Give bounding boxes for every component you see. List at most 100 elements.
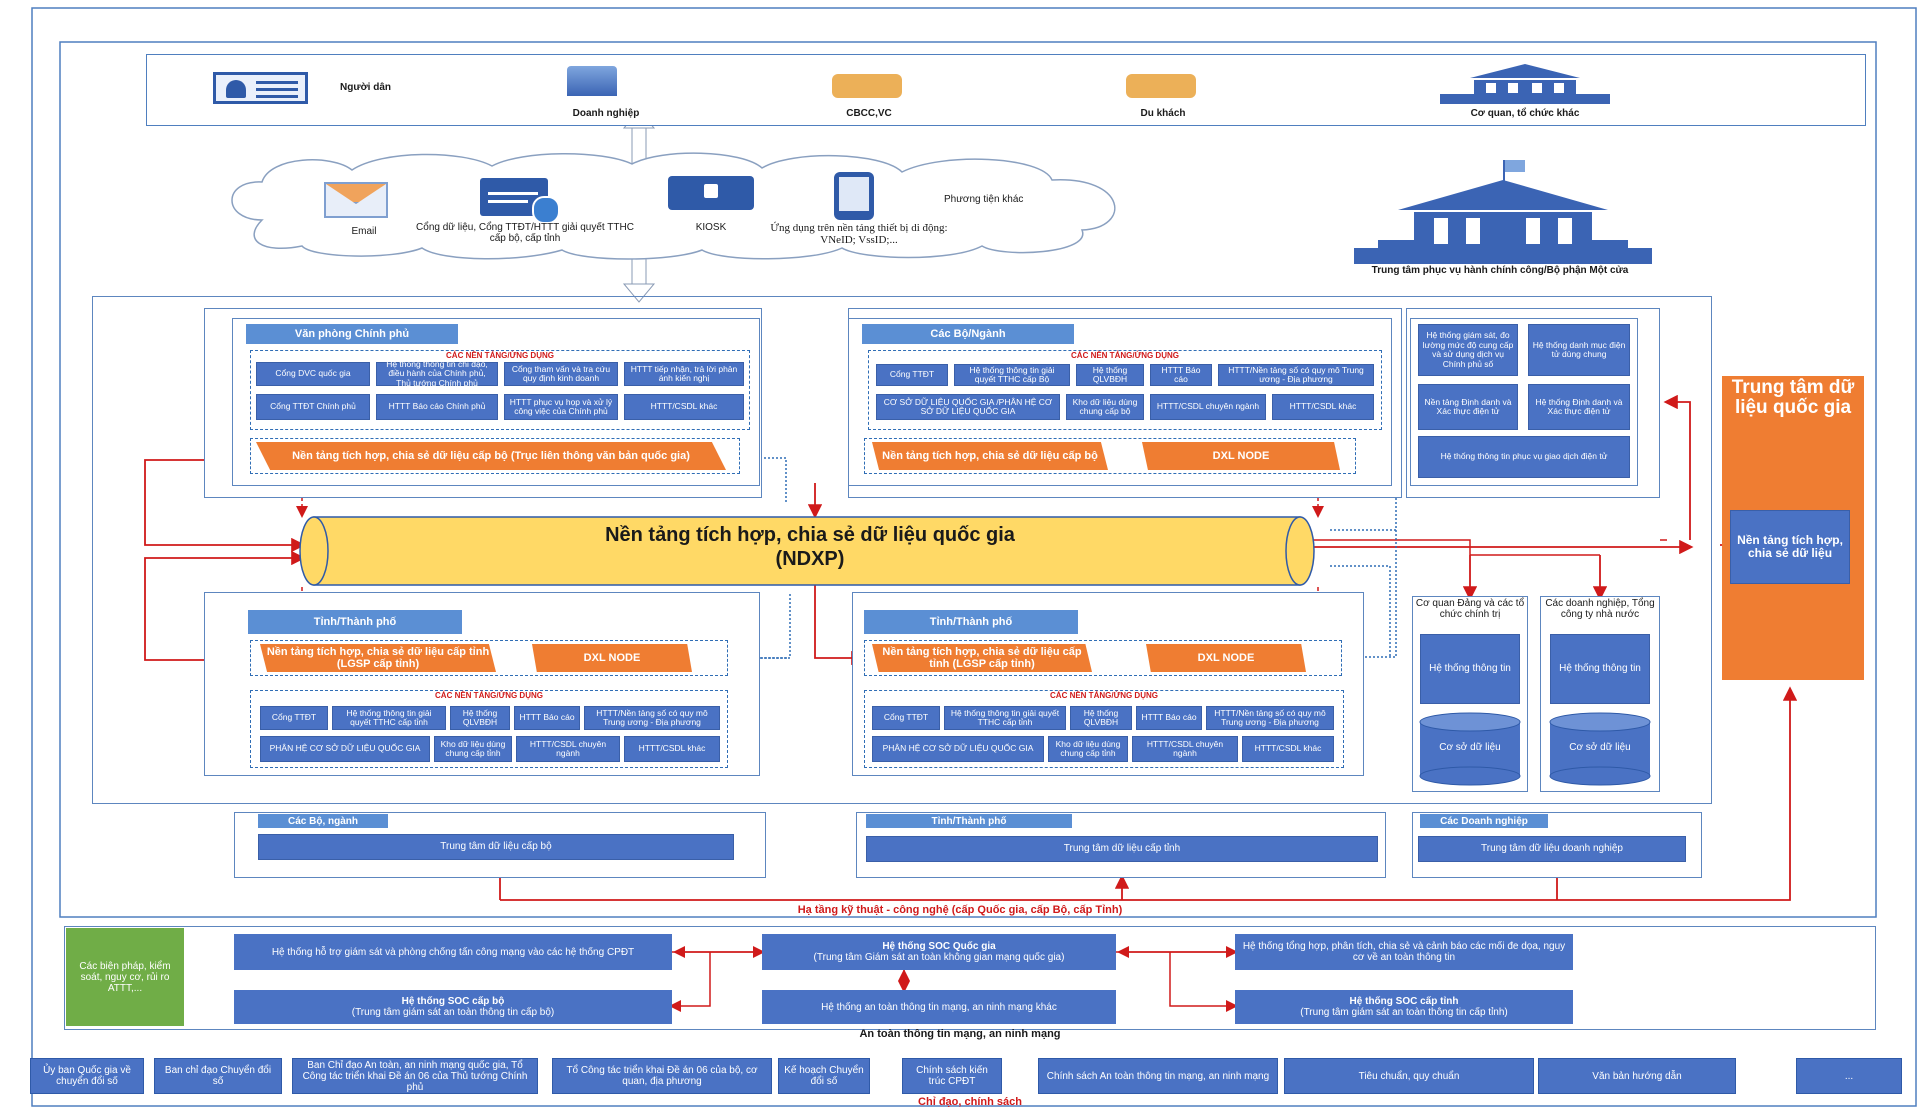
bo-nganh-title: Các Bộ/Ngành	[862, 324, 1074, 344]
tinh-right-platforms-label: CÁC NỀN TẢNG/ỨNG DỤNG	[1050, 691, 1158, 700]
tinh-right-item: Hệ thống thông tin giải quyết TTHC cấp t…	[944, 706, 1066, 730]
other-security-systems: Hệ thống an toàn thông tin mạng, an ninh…	[762, 990, 1116, 1024]
email-label: Email	[351, 226, 377, 237]
tinh-left-title: Tỉnh/Thành phố	[248, 610, 462, 634]
soc-national: Hệ thống SOC Quốc gia (Trung tâm Giám sá…	[762, 934, 1116, 970]
bo-nganh-platforms-box	[868, 350, 1382, 430]
user-co-quan: Cơ quan, tổ chức khác	[1470, 108, 1580, 119]
soc-province-subtitle: (Trung tâm giám sát an toàn thông tin cấ…	[1300, 1007, 1508, 1018]
tinh-right-item: PHÂN HỆ CƠ SỞ DỮ LIỆU QUỐC GIA	[872, 736, 1044, 762]
tinh-right-item: HTTT/Nền tảng số có quy mô Trung ương - …	[1206, 706, 1334, 730]
policy-item: Văn bản hướng dẫn	[1538, 1058, 1736, 1094]
vpcp-platforms-label: CÁC NỀN TẢNG/ỨNG DỤNG	[446, 351, 554, 360]
id-card-icon	[213, 72, 308, 104]
traveler-icon	[1126, 74, 1196, 98]
user-doanh-nghiep: Doanh nghiệp	[572, 108, 640, 119]
vpcp-inner	[232, 318, 760, 486]
vpcp-item: Cổng TTĐT Chính phủ	[256, 394, 370, 420]
email-icon	[324, 182, 388, 218]
tinh-right-item: Kho dữ liệu dùng chung cấp tỉnh	[1048, 736, 1128, 762]
vpcp-item: Cổng tham vấn và tra cứu quy định kinh d…	[504, 362, 618, 386]
vpcp-item: HTTT phục vụ họp và xử lý công việc của …	[504, 394, 618, 420]
ndxp-title: Nền tảng tích hợp, chia sẻ dữ liệu quốc …	[605, 524, 1015, 546]
soc-ministry: Hệ thống SOC cấp bộ (Trung tâm giám sát …	[234, 990, 672, 1024]
bo-nganh-bar-box	[864, 438, 1356, 474]
bo-nganh-item: CƠ SỞ DỮ LIỆU QUỐC GIA /PHÂN HỆ CƠ SỞ DỮ…	[876, 394, 1060, 420]
security-measures-box: Các biện pháp, kiểm soát, nguy cơ, rủi r…	[66, 928, 184, 1026]
bo-datacenter-box: Trung tâm dữ liệu cấp bộ	[258, 834, 734, 860]
enterprise-system: Hệ thống thông tin	[1550, 634, 1650, 704]
dn-datacenter-title: Các Doanh nghiệp	[1420, 814, 1548, 828]
vpcp-item: Hệ thống thông tin chỉ đạo, điều hành củ…	[376, 359, 498, 388]
office-workers-icon	[832, 74, 902, 98]
one-stop-label: Trung tâm phục vụ hành chính công/Bộ phậ…	[1371, 265, 1629, 276]
shared-platform-item: Nền tảng Định danh và Xác thực điện tử	[1418, 384, 1518, 430]
vpcp-item: Cổng DVC quốc gia	[256, 362, 370, 386]
bo-nganh-dxl-node: DXL NODE	[1142, 442, 1340, 470]
tinh-right-integration-bar: Nền tảng tích hợp, chia sẻ dữ liệu cấp t…	[872, 644, 1092, 672]
kiosk-label: KIOSK	[695, 222, 727, 233]
user-du-khach: Du khách	[1140, 108, 1186, 119]
organization-icon	[1440, 64, 1610, 104]
soc-province-title: Hệ thống SOC cấp tỉnh	[1349, 996, 1459, 1007]
vpcp-item: HTTT tiếp nhận, trả lời phản ánh kiến ng…	[624, 362, 744, 386]
bo-nganh-item: HTTT/CSDL khác	[1272, 394, 1374, 420]
policy-item: Kế hoạch Chuyển đổi số	[778, 1058, 870, 1094]
security-panel	[64, 926, 1876, 1030]
tinh-left-item: HTTT/CSDL chuyên ngành	[516, 736, 620, 762]
party-db-label: Cơ sở dữ liệu	[1439, 742, 1501, 753]
national-data-center-title: Trung tâm dữ liệu quốc gia	[1731, 377, 1855, 418]
bo-nganh-item: Hệ thống QLVBĐH	[1076, 364, 1144, 386]
policy-item: Tiêu chuẩn, quy chuẩn	[1284, 1058, 1534, 1094]
vpcp-platforms-box	[250, 350, 750, 430]
mobile-icon	[834, 172, 874, 220]
tinh-left-bar-box	[250, 640, 728, 676]
tinh-right-item: Cổng TTĐT	[872, 706, 940, 730]
tinh-right-platforms-box	[864, 690, 1344, 768]
dn-datacenter-box: Trung tâm dữ liệu doanh nghiệp	[1418, 836, 1686, 862]
kiosk-icon	[668, 176, 754, 210]
ndxp-pipe	[299, 516, 1315, 586]
soc-ministry-title: Hệ thống SOC cấp bộ	[401, 996, 505, 1007]
soc-ministry-subtitle: (Trung tâm giám sát an toàn thông tin cấ…	[351, 1007, 555, 1018]
tinh-left-item: HTTT/Nền tảng số có quy mô Trung ương - …	[584, 706, 720, 730]
users-panel	[146, 54, 1866, 126]
bo-nganh-item: HTTT/CSDL chuyên ngành	[1150, 394, 1266, 420]
vpcp-item: HTTT Báo cáo Chính phủ	[376, 394, 498, 420]
policy-item: Ban chỉ đạo Chuyển đổi số	[154, 1058, 282, 1094]
infrastructure-label: Hạ tầng kỹ thuật - công nghệ (cấp Quốc g…	[797, 904, 1123, 916]
tinh-right-item: Hệ thống QLVBĐH	[1070, 706, 1132, 730]
policy-item: ...	[1796, 1058, 1902, 1094]
user-nguoi-dan: Người dân	[340, 82, 392, 93]
integration-frame	[92, 296, 1712, 804]
attack-monitoring-system: Hệ thống hỗ trợ giám sát và phòng chống …	[234, 934, 672, 970]
security-label: An toàn thông tin mạng, an ninh mạng	[859, 1028, 1061, 1040]
tinh-left-item: PHÂN HỆ CƠ SỞ DỮ LIỆU QUỐC GIA	[260, 736, 430, 762]
tinh-datacenter-box: Trung tâm dữ liệu cấp tỉnh	[866, 836, 1378, 862]
user-cbcc: CBCC,VC	[846, 108, 892, 119]
tinh-left-platforms-box	[250, 690, 728, 768]
tinh-left-dxl-node: DXL NODE	[532, 644, 692, 672]
bo-datacenter-title: Các Bộ, ngành	[258, 814, 388, 828]
national-integration-box: Nền tảng tích hợp, chia sẻ dữ liệu	[1730, 510, 1850, 584]
tinh-right-bar-box	[864, 640, 1342, 676]
soc-national-subtitle: (Trung tâm Giám sát an toàn không gian m…	[813, 952, 1065, 963]
party-system: Hệ thống thông tin	[1420, 634, 1520, 704]
shared-platform-item: Hệ thống Định danh và Xác thực điện tử	[1528, 384, 1630, 430]
tinh-right-item: HTTT/CSDL khác	[1242, 736, 1334, 762]
tinh-left-item: Cổng TTĐT	[260, 706, 328, 730]
tinh-left-item: HTTT Báo cáo	[514, 706, 580, 730]
bo-nganh-item: Kho dữ liệu dùng chung cấp bộ	[1066, 394, 1144, 420]
tinh-right-item: HTTT Báo cáo	[1136, 706, 1202, 730]
portal-label: Cổng dữ liệu, Cổng TTĐT/HTTT giải quyết …	[416, 222, 634, 244]
portal-icon	[480, 178, 560, 224]
bo-nganh-inner	[848, 318, 1392, 486]
bo-nganh-integration-bar: Nền tảng tích hợp, chia sẻ dữ liệu cấp b…	[872, 442, 1108, 470]
vpcp-bar-box	[250, 438, 740, 474]
bo-nganh-item: Hệ thống thông tin giải quyết TTHC cấp B…	[954, 364, 1070, 386]
tinh-right-title: Tỉnh/Thành phố	[864, 610, 1078, 634]
bo-nganh-item: Cổng TTĐT	[876, 364, 948, 386]
shared-platform-item: Hệ thống giám sát, đo lường mức độ cung …	[1418, 324, 1518, 376]
policy-item: Tổ Công tác triển khai Đề án 06 của bộ, …	[552, 1058, 772, 1094]
soc-province: Hệ thống SOC cấp tỉnh (Trung tâm giám sá…	[1235, 990, 1573, 1024]
